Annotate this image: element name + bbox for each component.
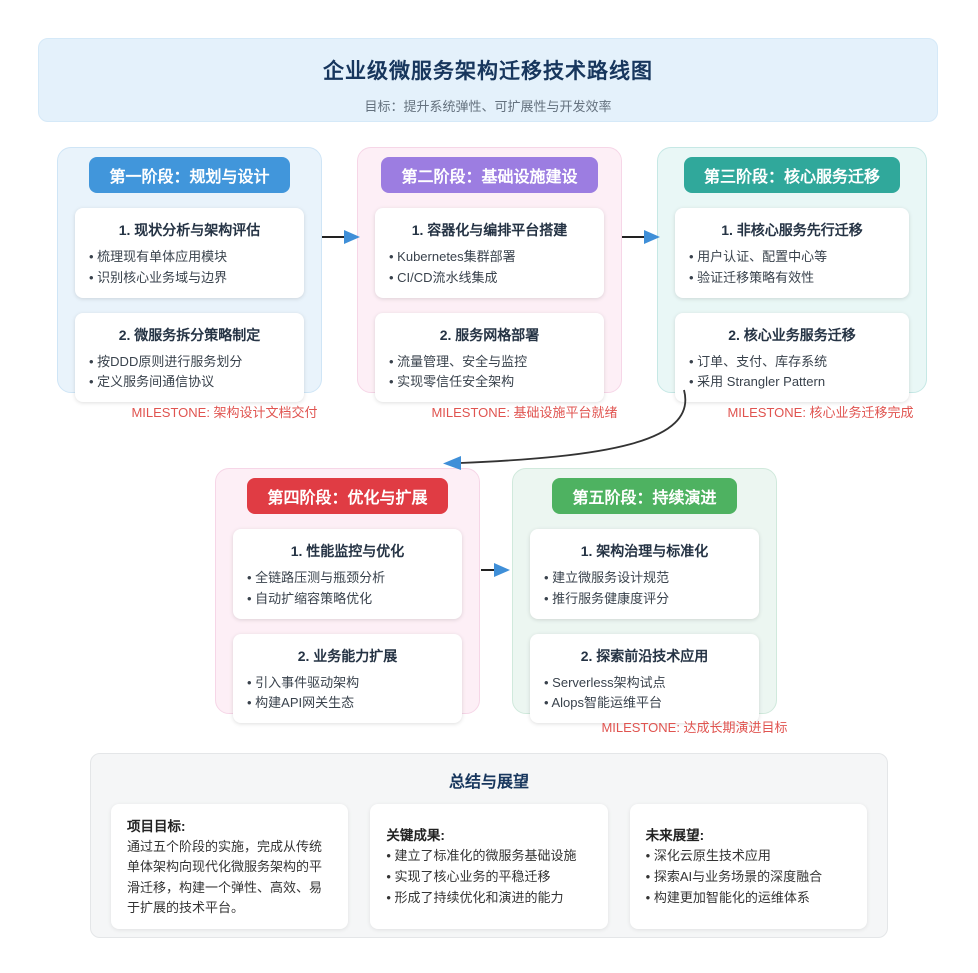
summary-section: 总结与展望 项目目标: 通过五个阶段的实施，完成从传统单体架构向现代化微服务架构… (90, 753, 888, 938)
summary-card-heading: 项目目标: (127, 819, 186, 835)
phase-3-card-2: 2. 核心业务服务迁移 订单、支付、库存系统 采用 Strangler Patt… (675, 312, 909, 403)
card-bullet-list: 建立微服务设计规范 推行服务健康度评分 (542, 568, 747, 610)
phase-4-card-2: 2. 业务能力扩展 引入事件驱动架构 构建API网关生态 (233, 633, 462, 724)
milestone-phase-3: MILESTONE: 核心业务迁移完成 (727, 405, 914, 420)
summary-title: 总结与展望 (448, 774, 529, 791)
card-bullet-list: Serverless架构试点 Alops智能运维平台 (542, 673, 747, 715)
card-title: 2. 服务网格部署 (439, 326, 540, 343)
summary-bullet: 形成了持续优化和演进的能力 (386, 888, 591, 909)
card-bullet: 流量管理、安全与监控 (389, 352, 592, 373)
summary-cards-row: 项目目标: 通过五个阶段的实施，完成从传统单体架构向现代化微服务架构的平滑迁移，… (91, 804, 887, 929)
milestone-phase-1: MILESTONE: 架构设计文档交付 (131, 405, 318, 420)
phase-3-badge: 第三阶段：核心服务迁移 (683, 157, 900, 193)
phase-5-container: 第五阶段：持续演进 1. 架构治理与标准化 建立微服务设计规范 推行服务健康度评… (512, 468, 777, 724)
phase-2-card-1: 1. 容器化与编排平台搭建 Kubernetes集群部署 CI/CD流水线集成 (375, 208, 604, 298)
summary-bullet: 实现了核心业务的平稳迁移 (386, 867, 591, 888)
phase-1-badge: 第一阶段：规划与设计 (89, 157, 290, 193)
card-bullet-list: 用户认证、配置中心等 验证迁移策略有效性 (687, 247, 897, 289)
phase-5-card-2: 2. 探索前沿技术应用 Serverless架构试点 Alops智能运维平台 (530, 633, 759, 724)
card-bullet: 梳理现有单体应用模块 (89, 247, 292, 268)
card-bullet: 构建API网关生态 (247, 693, 450, 714)
card-title: 1. 非核心服务先行迁移 (721, 222, 863, 238)
phase-5-card-1: 1. 架构治理与标准化 建立微服务设计规范 推行服务健康度评分 (530, 529, 759, 619)
card-bullet-list: 流量管理、安全与监控 实现零信任安全架构 (387, 352, 592, 394)
arrow-phase2-to-phase3-icon (622, 230, 660, 244)
card-title: 1. 架构治理与标准化 (580, 543, 709, 559)
arrow-phase4-to-phase5-icon (481, 563, 510, 577)
summary-card-goals: 项目目标: 通过五个阶段的实施，完成从传统单体架构向现代化微服务架构的平滑迁移，… (111, 804, 349, 929)
card-bullet: 实现零信任安全架构 (389, 372, 592, 393)
card-bullet: 定义服务间通信协议 (89, 372, 292, 393)
summary-bullet: 深化云原生技术应用 (646, 846, 851, 867)
phase-5-badge: 第五阶段：持续演进 (552, 478, 737, 514)
page-title: 企业级微服务架构迁移技术路线图 (323, 60, 653, 83)
card-bullet: CI/CD流水线集成 (389, 268, 592, 289)
phase-1-card-1: 1. 现状分析与架构评估 梳理现有单体应用模块 识别核心业务域与边界 (75, 208, 304, 298)
card-bullet: 订单、支付、库存系统 (689, 352, 897, 373)
card-bullet: 用户认证、配置中心等 (689, 247, 897, 268)
phase-2-container: 第二阶段：基础设施建设 1. 容器化与编排平台搭建 Kubernetes集群部署… (357, 147, 622, 403)
milestone-phase-5: MILESTONE: 达成长期演进目标 (601, 720, 788, 735)
summary-card-body: 通过五个阶段的实施，完成从传统单体架构向现代化微服务架构的平滑迁移，构建一个弹性… (127, 839, 323, 915)
milestone-phase-2: MILESTONE: 基础设施平台就绪 (431, 405, 618, 420)
card-bullet-list: Kubernetes集群部署 CI/CD流水线集成 (387, 247, 592, 289)
card-bullet: 全链路压测与瓶颈分析 (247, 568, 450, 589)
card-bullet: 建立微服务设计规范 (544, 568, 747, 589)
card-bullet: Kubernetes集群部署 (389, 247, 592, 268)
card-bullet: 采用 Strangler Pattern (689, 372, 897, 393)
card-bullet-list: 订单、支付、库存系统 采用 Strangler Pattern (687, 352, 897, 394)
card-bullet-list: 全链路压测与瓶颈分析 自动扩缩容策略优化 (245, 568, 450, 610)
phase-4-badge: 第四阶段：优化与扩展 (247, 478, 448, 514)
card-bullet: 自动扩缩容策略优化 (247, 589, 450, 610)
phase-4-card-1: 1. 性能监控与优化 全链路压测与瓶颈分析 自动扩缩容策略优化 (233, 529, 462, 619)
card-bullet: Serverless架构试点 (544, 673, 747, 694)
card-bullet: 验证迁移策略有效性 (689, 268, 897, 289)
card-bullet: 推行服务健康度评分 (544, 589, 747, 610)
card-title: 1. 容器化与编排平台搭建 (411, 222, 568, 238)
card-bullet-list: 引入事件驱动架构 构建API网关生态 (245, 673, 450, 715)
card-bullet: Alops智能运维平台 (544, 693, 747, 714)
card-title: 2. 业务能力扩展 (297, 647, 398, 664)
card-bullet: 按DDD原则进行服务划分 (89, 352, 292, 373)
card-title: 2. 探索前沿技术应用 (580, 647, 709, 664)
summary-bullet: 探索AI与业务场景的深度融合 (646, 867, 851, 888)
summary-bullet: 构建更加智能化的运维体系 (646, 888, 851, 909)
card-title: 1. 现状分析与架构评估 (118, 222, 261, 238)
summary-card-results: 关键成果: 建立了标准化的微服务基础设施 实现了核心业务的平稳迁移 形成了持续优… (370, 804, 608, 929)
header-banner: 企业级微服务架构迁移技术路线图 目标：提升系统弹性、可扩展性与开发效率 (38, 38, 938, 122)
summary-bullet-list: 深化云原生技术应用 探索AI与业务场景的深度融合 构建更加智能化的运维体系 (646, 846, 851, 908)
phase-1-container: 第一阶段：规划与设计 1. 现状分析与架构评估 梳理现有单体应用模块 识别核心业… (57, 147, 322, 403)
phase-1-card-2: 2. 微服务拆分策略制定 按DDD原则进行服务划分 定义服务间通信协议 (75, 312, 304, 403)
card-bullet: 识别核心业务域与边界 (89, 268, 292, 289)
card-bullet-list: 梳理现有单体应用模块 识别核心业务域与边界 (87, 247, 292, 289)
card-title: 2. 核心业务服务迁移 (728, 326, 856, 343)
summary-card-heading: 关键成果: (386, 828, 445, 844)
card-bullet: 引入事件驱动架构 (247, 673, 450, 694)
arrow-phase1-to-phase2-icon (322, 230, 360, 244)
phase-3-container: 第三阶段：核心服务迁移 1. 非核心服务先行迁移 用户认证、配置中心等 验证迁移… (657, 147, 927, 403)
summary-card-future: 未来展望: 深化云原生技术应用 探索AI与业务场景的深度融合 构建更加智能化的运… (629, 804, 867, 929)
phase-2-card-2: 2. 服务网格部署 流量管理、安全与监控 实现零信任安全架构 (375, 312, 604, 403)
summary-bullet: 建立了标准化的微服务基础设施 (386, 846, 591, 867)
phase-4-container: 第四阶段：优化与扩展 1. 性能监控与优化 全链路压测与瓶颈分析 自动扩缩容策略… (215, 468, 480, 724)
card-title: 2. 微服务拆分策略制定 (118, 326, 261, 343)
summary-bullet-list: 建立了标准化的微服务基础设施 实现了核心业务的平稳迁移 形成了持续优化和演进的能… (386, 846, 591, 908)
phase-3-card-1: 1. 非核心服务先行迁移 用户认证、配置中心等 验证迁移策略有效性 (675, 208, 909, 298)
page-subtitle: 目标：提升系统弹性、可扩展性与开发效率 (364, 99, 612, 114)
summary-card-heading: 未来展望: (645, 828, 705, 844)
card-bullet-list: 按DDD原则进行服务划分 定义服务间通信协议 (87, 352, 292, 394)
card-title: 1. 性能监控与优化 (290, 543, 405, 559)
phase-2-badge: 第二阶段：基础设施建设 (381, 157, 598, 193)
